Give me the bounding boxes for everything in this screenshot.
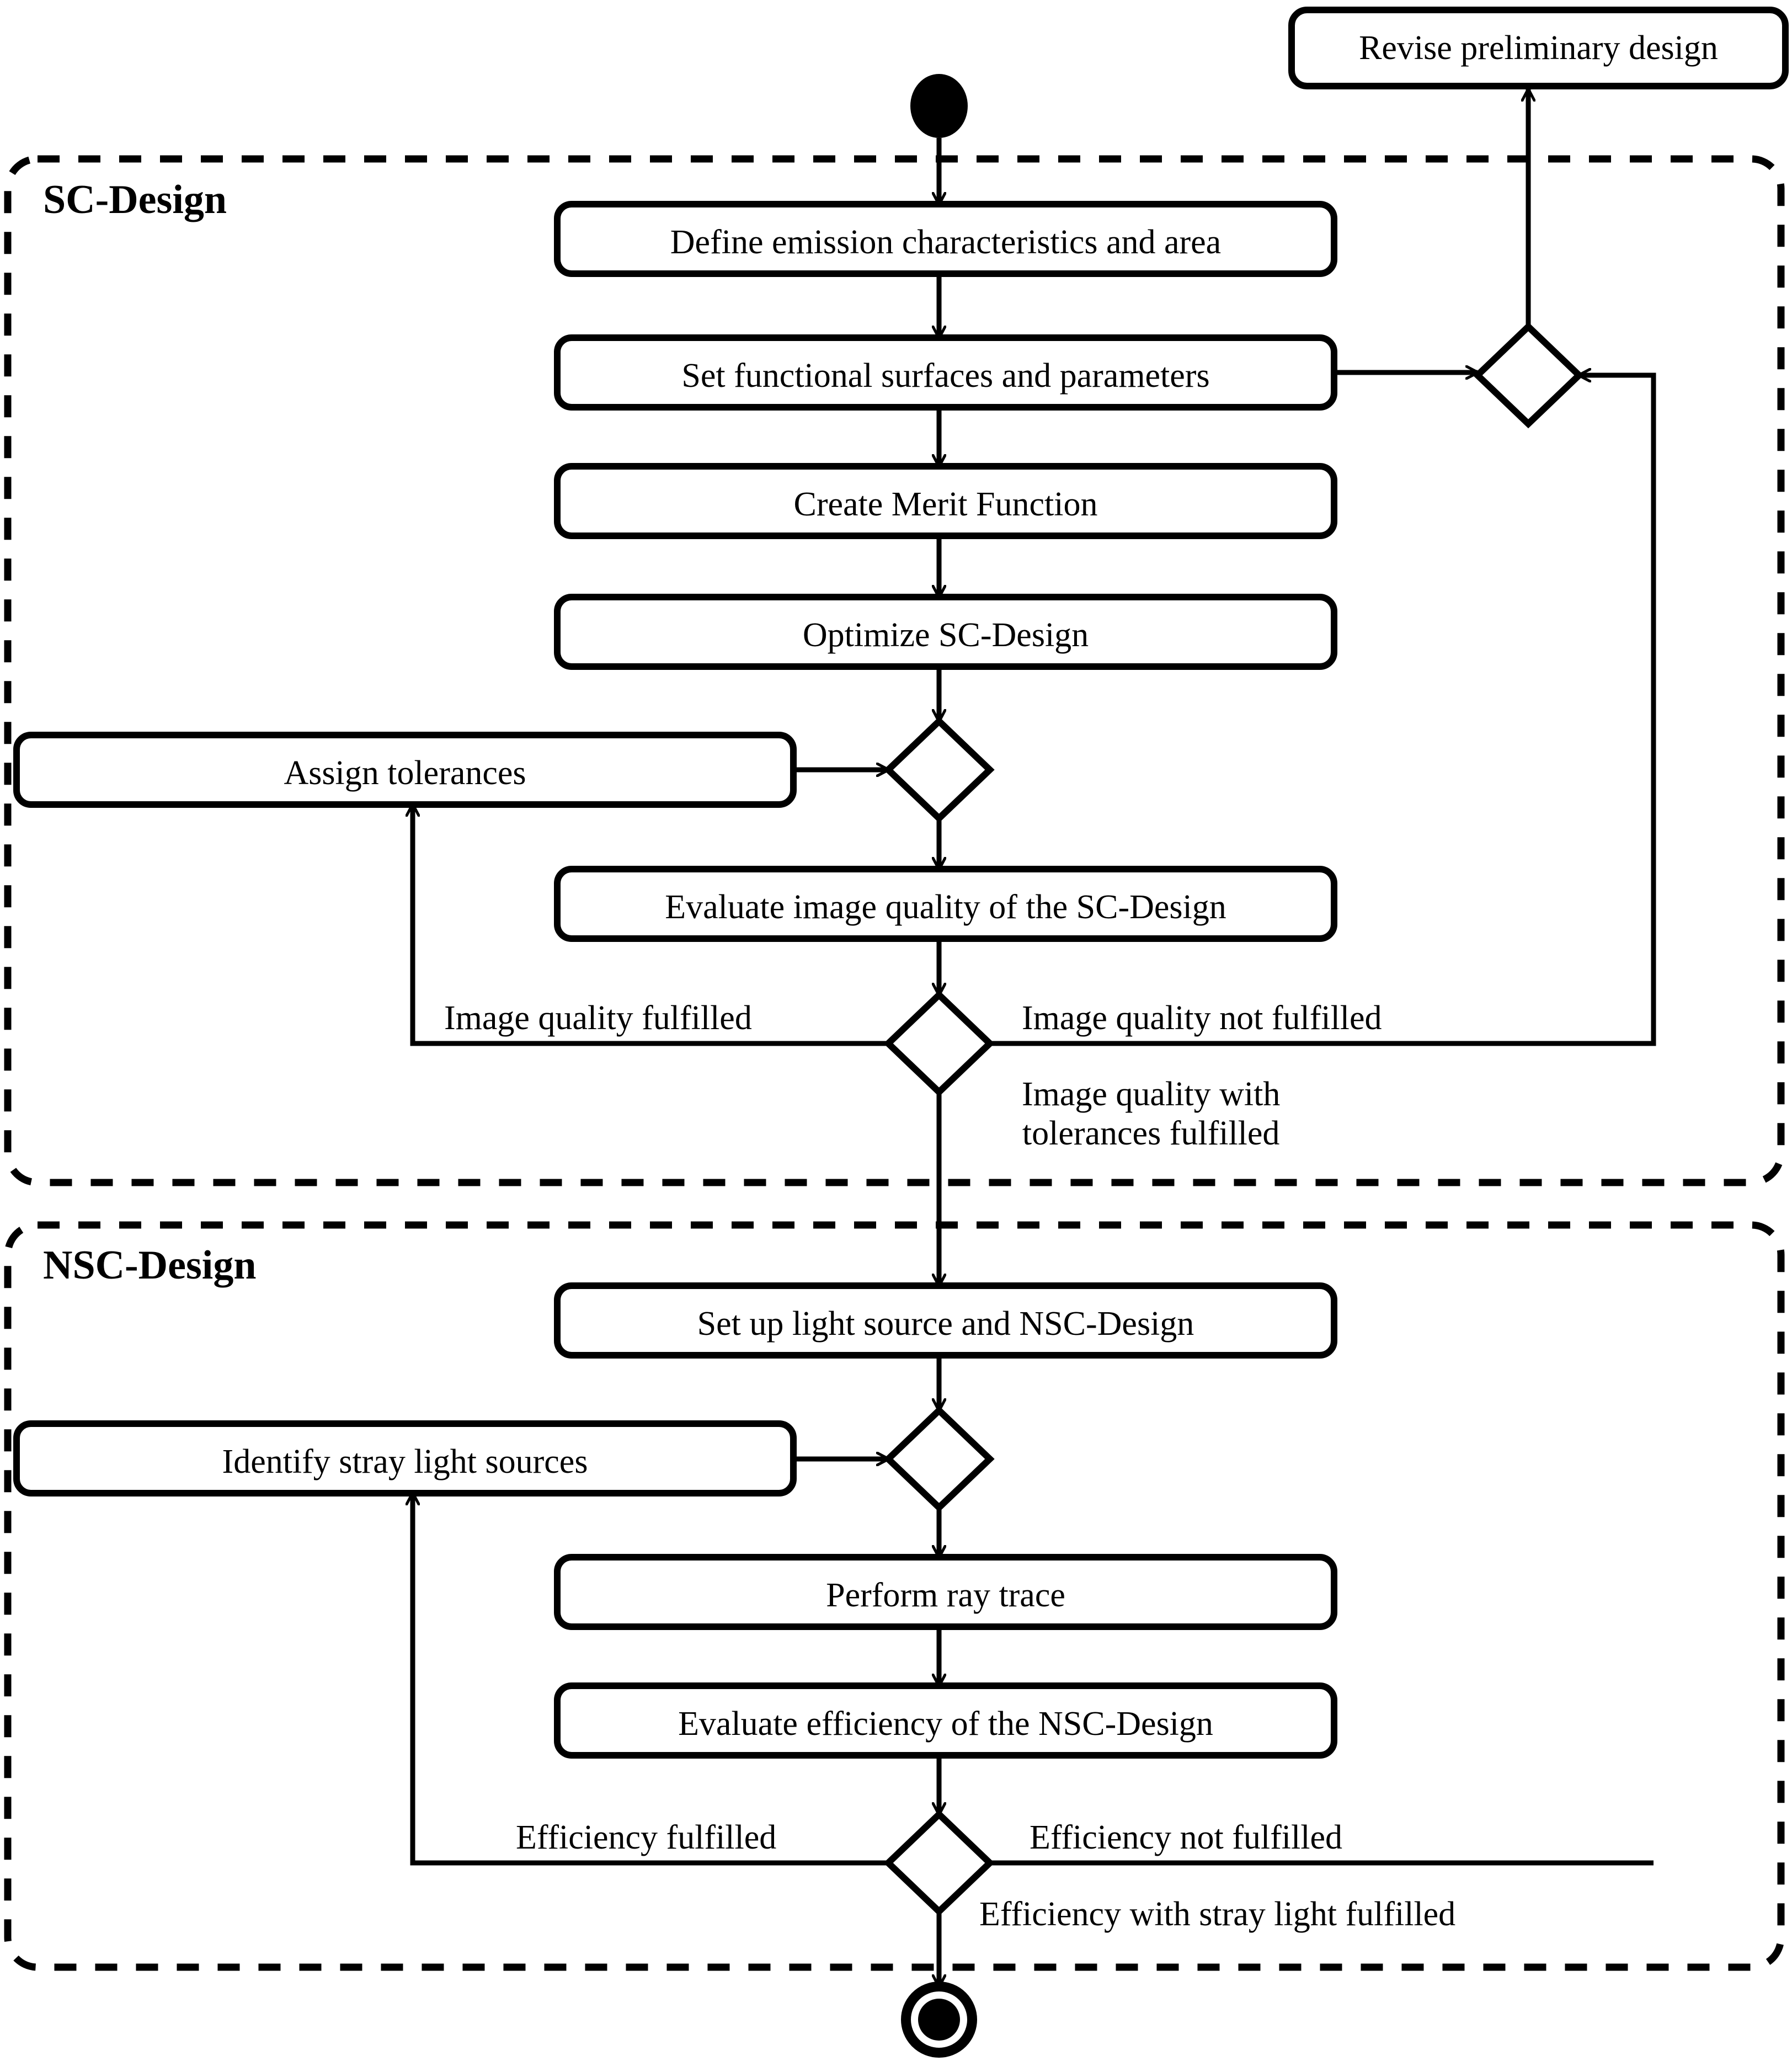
merge-node-sc-tolerances (883, 716, 995, 823)
merge-node-top (1473, 322, 1584, 429)
node-label-optimize-sc-design: Optimize SC-Design (802, 616, 1089, 654)
edge-label-efficiency-fulfilled: Efficiency fulfilled (516, 1819, 777, 1856)
edge-image-quality-not-fulfilled-to-merge-top (990, 375, 1656, 1046)
node-label-setup-light-source: Set up light source and NSC-Design (697, 1305, 1194, 1343)
node-label-define-emission-characteristics: Define emission characteristics and area (670, 223, 1222, 261)
frame-nsc-design (4, 1221, 1785, 1971)
node-label-evaluate-image-quality: Evaluate image quality of the SC-Design (665, 888, 1226, 926)
decision-node-efficiency (883, 1809, 995, 1916)
action-box-revise[interactable] (1288, 7, 1789, 89)
node-label-evaluate-efficiency: Evaluate efficiency of the NSC-Design (678, 1705, 1213, 1743)
frame-label-nsc-design: NSC-Design (43, 1243, 257, 1288)
edge-image-quality-fulfilled-to-tolerances (413, 805, 888, 1046)
edge-label-efficiency-not-fulfilled: Efficiency not fulfilled (1030, 1819, 1342, 1856)
edge-label-image-quality-with-tolerances: Image quality with tolerances fulfilled (1022, 1075, 1281, 1153)
frame-sc-design (4, 155, 1785, 1186)
merge-node-nsc-stray-light (883, 1405, 995, 1513)
frame-label-sc-design: SC-Design (43, 177, 227, 222)
node-label-set-functional-surfaces: Set functional surfaces and parameters (681, 357, 1210, 395)
node-label-identify-stray-light: Identify stray light sources (222, 1443, 588, 1480)
initial-node-start (910, 74, 968, 138)
node-label-create-merit-function: Create Merit Function (793, 486, 1098, 523)
edge-label-image-quality-fulfilled: Image quality fulfilled (444, 999, 752, 1037)
flow-edges (413, 89, 1656, 1987)
edge-label-image-quality-not-fulfilled: Image quality not fulfilled (1022, 999, 1382, 1037)
final-node-end (901, 1982, 977, 2058)
edge-efficiency-fulfilled-to-identify (413, 1493, 888, 1866)
node-label-revise-preliminary-design: Revise preliminary design (1359, 29, 1718, 67)
edge-label-efficiency-with-stray-light: Efficiency with stray light fulfilled (979, 1895, 1456, 1933)
decision-node-image-quality (883, 990, 995, 1097)
node-label-assign-tolerances: Assign tolerances (284, 754, 526, 792)
node-label-perform-ray-trace: Perform ray trace (826, 1577, 1065, 1614)
